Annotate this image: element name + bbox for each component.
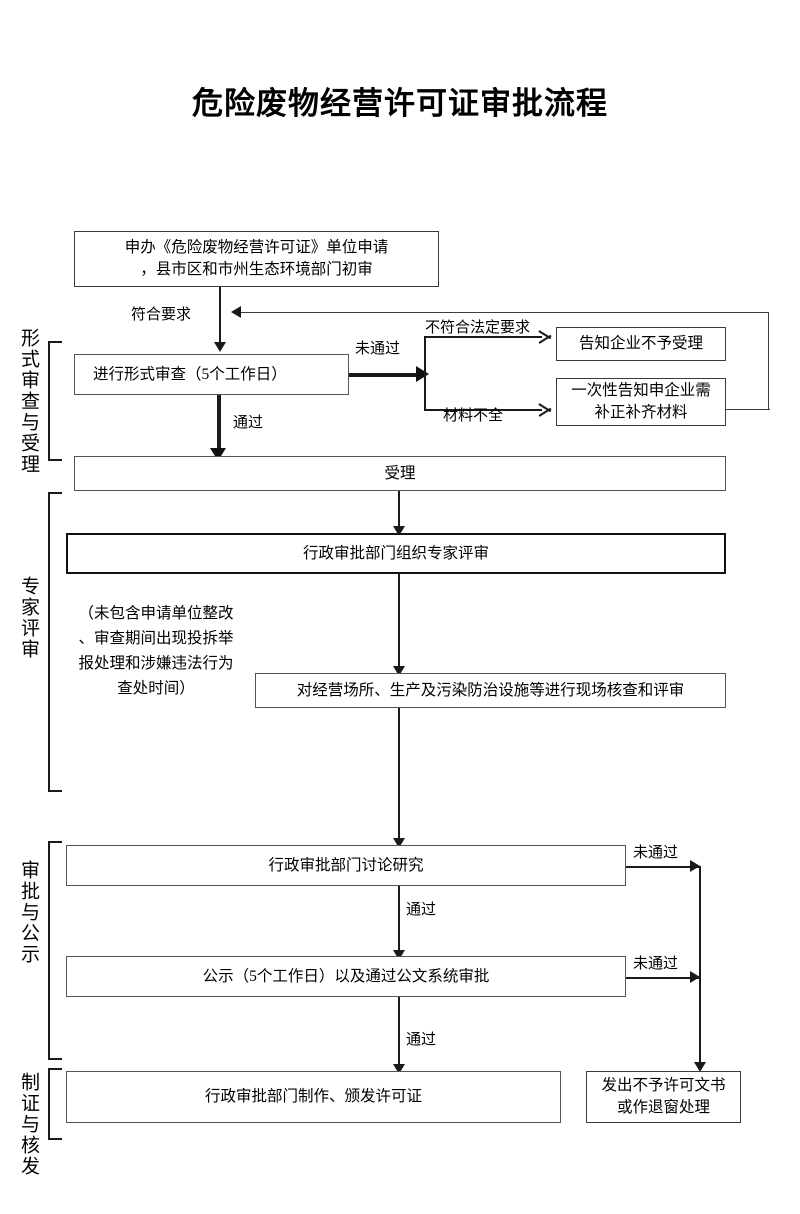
note-line2: 、审查期间出现投拆举: [78, 630, 234, 648]
page-title: 危险废物经营许可证审批流程: [192, 86, 608, 121]
node-reject-accept-label: 告知企业不予受理: [578, 335, 703, 352]
note-line3: 报处理和涉嫌违法行为: [78, 655, 234, 673]
edge-discussion-fail: [626, 866, 700, 868]
arrowhead-discussion-pass: [393, 950, 405, 960]
node-reject-accept: 告知企业不予受理: [556, 327, 726, 361]
edge-label-passed-3: 通过: [406, 1032, 437, 1048]
edge-to-reject-accept: [424, 336, 542, 338]
edge-fail-splitter: [424, 336, 426, 410]
node-supplement-line2: 补正补齐材料: [594, 404, 688, 421]
edge-label-incomplete-materials: 材料不全: [443, 408, 504, 424]
node-supplement-line1: 一次性告知申企业需: [571, 382, 711, 399]
node-supplement-materials: 一次性告知申企业需 补正补齐材料: [556, 378, 726, 426]
node-form-review: 进行形式审查（5个工作日）: [74, 354, 349, 395]
node-expert-panel-label: 行政审批部门组织专家评审: [302, 544, 489, 562]
arrowhead-to-reject-accept: [539, 329, 552, 344]
node-expert-panel: 行政审批部门组织专家评审: [66, 533, 726, 574]
node-refusal-document: 发出不予许可文书 或作退窗处理: [586, 1071, 741, 1123]
node-refusal-line1: 发出不予许可文书: [601, 1077, 726, 1094]
bracket-expert-review: [48, 492, 62, 792]
arrowhead-publicity-pass: [393, 1064, 405, 1074]
node-issue-license-label: 行政审批部门制作、颁发许可证: [204, 1088, 422, 1105]
arrowhead-discussion-fail: [690, 860, 700, 872]
edge-expert-panel-to-site-inspection: [398, 574, 400, 670]
edge-label-passed-1: 通过: [233, 415, 264, 431]
arrowhead-to-expert-panel: [393, 526, 405, 536]
edge-form-review-fail: [349, 373, 418, 377]
edge-application-to-form-review: [219, 287, 221, 344]
arrowhead-to-refusal: [694, 1062, 706, 1072]
node-site-inspection-label: 对经营场所、生产及污染防治设施等进行现场核查和评审: [296, 681, 685, 699]
edge-label-not-legal-requirements: 不符合法定要求: [425, 320, 531, 336]
edge-discussion-pass: [398, 886, 400, 953]
arrowhead-to-discussion: [393, 838, 405, 848]
edge-feedback-right: [726, 409, 770, 411]
note-line4: 查处时间）: [117, 680, 195, 698]
node-application: 申办《危险废物经营许可证》单位申请 ，县市区和市州生态环境部门初审: [74, 231, 439, 287]
arrowhead-to-site-inspection: [393, 666, 405, 676]
edge-accepted-to-expert-panel: [398, 491, 400, 529]
edge-feedback-left: [240, 312, 769, 314]
edge-label-passed-2: 通过: [406, 902, 437, 918]
arrowhead-to-form-review: [214, 342, 226, 352]
node-application-line1: 申办《危险废物经营许可证》单位申请: [124, 239, 389, 256]
stage-label-form-review: 形式审查与受理: [18, 327, 39, 475]
note-timing-exclusions: （未包含申请单位整改 、审查期间出现投拆举 报处理和涉嫌违法行为 查处时间）: [61, 601, 251, 701]
arrowhead-publicity-fail: [690, 971, 700, 983]
edge-to-supplement: [424, 409, 542, 411]
edge-publicity-pass: [398, 997, 400, 1067]
edge-publicity-fail: [626, 977, 700, 979]
node-accepted: 受理: [74, 456, 726, 491]
node-refusal-line2: 或作退窗处理: [616, 1099, 710, 1116]
node-issue-license: 行政审批部门制作、颁发许可证: [66, 1071, 561, 1123]
stage-label-approval-publicity: 审批与公示: [18, 859, 39, 965]
node-discussion: 行政审批部门讨论研究: [66, 845, 626, 886]
arrowhead-form-review-fail: [416, 366, 429, 382]
bracket-approval-publicity: [48, 841, 62, 1060]
arrowhead-to-supplement: [539, 402, 552, 417]
node-form-review-label: 进行形式审查（5个工作日）: [93, 365, 287, 383]
edge-label-not-passed-1: 未通过: [355, 341, 401, 357]
arrowhead-feedback: [231, 306, 241, 318]
bracket-form-review: [48, 341, 62, 461]
edge-fail-rail: [699, 866, 701, 1067]
bracket-certificate-issue: [48, 1068, 62, 1140]
edge-label-meets-requirements: 符合要求: [131, 307, 192, 323]
stage-label-expert-review: 专家评审: [18, 576, 39, 660]
node-accepted-label: 受理: [384, 464, 416, 482]
edge-label-not-passed-3: 未通过: [633, 956, 679, 972]
node-application-line2: ，县市区和市州生态环境部门初审: [140, 261, 373, 278]
edge-form-review-pass: [217, 395, 221, 451]
node-publicity-label: 公示（5个工作日）以及通过公文系统审批: [202, 967, 490, 985]
stage-label-certificate-issue: 制证与核发: [18, 1071, 39, 1177]
node-discussion-label: 行政审批部门讨论研究: [268, 856, 424, 874]
node-publicity: 公示（5个工作日）以及通过公文系统审批: [66, 956, 626, 997]
note-line1: （未包含申请单位整改: [78, 605, 234, 622]
node-site-inspection: 对经营场所、生产及污染防治设施等进行现场核查和评审: [255, 673, 726, 708]
edge-site-inspection-to-discussion: [398, 708, 400, 841]
edge-label-not-passed-2: 未通过: [633, 845, 679, 861]
edge-feedback-up: [768, 312, 770, 410]
